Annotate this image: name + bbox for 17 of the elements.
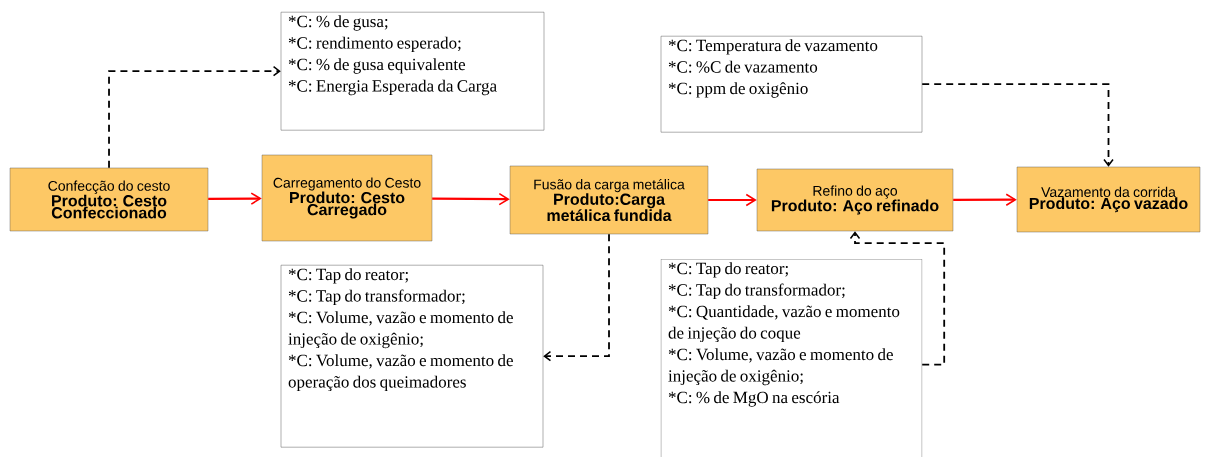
note-box: *C: Temperatura de vazamento *C: %C de vazamento *C: ppm de oxigênio xyxy=(660,36,923,133)
dashed-arrow xyxy=(108,65,281,169)
arrow xyxy=(208,192,262,205)
arrow xyxy=(432,192,510,206)
arrow xyxy=(953,193,1017,206)
dashed-arrow xyxy=(543,233,610,362)
process-box: Confecção do cesto Produto: Cesto Confeccionado xyxy=(9,167,209,232)
arrow xyxy=(708,193,757,207)
process-box: Carregamento do Cesto Produto: Cesto Carregado xyxy=(261,154,433,242)
note-box: *C: Tap do reator; *C: Tap do transformador; *C: Quantidade, vazão e momento de injeção do coque *C: Volume, vazão e momento de injeção de oxigênio; *C: % de MgO na escória xyxy=(660,259,923,457)
process-box: Refino do aço Produto: Aço refinado xyxy=(756,168,954,232)
dashed-arrow xyxy=(849,231,946,366)
dashed-arrow xyxy=(921,83,1114,167)
process-box: Fusão da carga metálica Produto:Carga metálica fundida xyxy=(509,165,709,235)
note-box: *C: % de gusa; *C: rendimento esperado; *C: % de gusa equivalente *C: Energia Esperada da Carga xyxy=(280,12,545,131)
process-box: Vazamento da corrida Produto: Aço vazado xyxy=(1016,166,1201,233)
note-box: *C: Tap do reator; *C: Tap do transformador; *C: Volume, vazão e momento de injeção de oxigênio; *C: Volume, vazão e momento de operação dos queimadores xyxy=(280,265,544,448)
